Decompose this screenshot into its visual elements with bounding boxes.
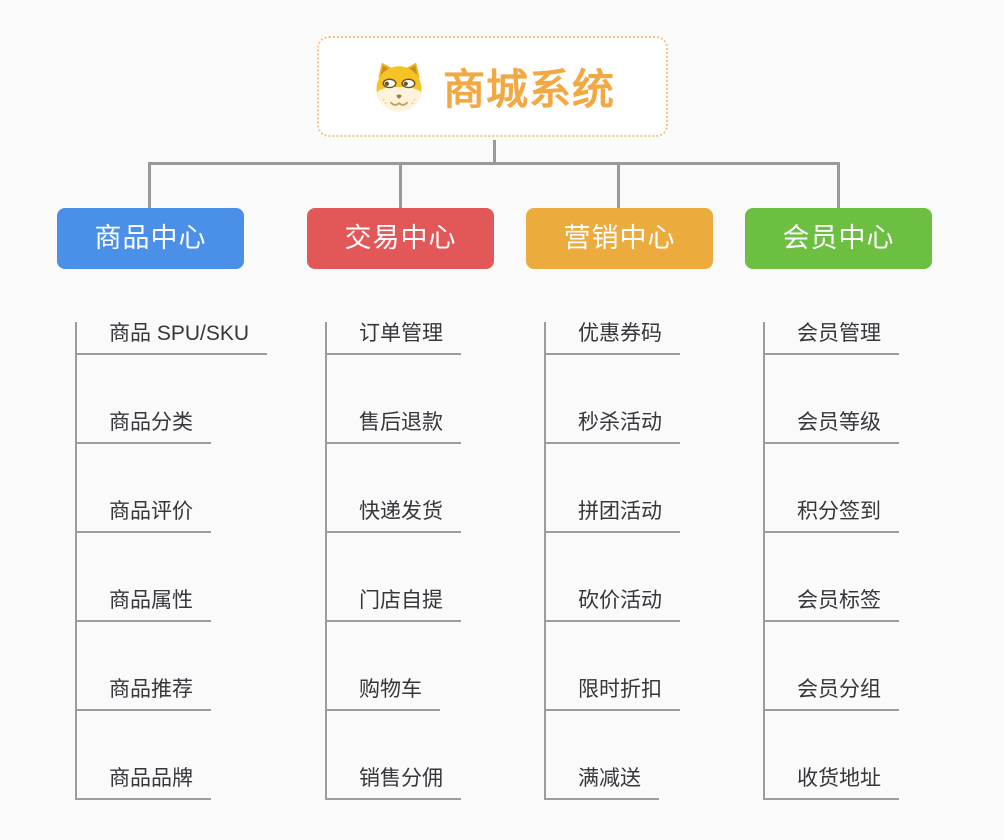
leaf-node[interactable]: 商品品牌 (77, 767, 211, 800)
branch-node-product-center[interactable]: 商品中心 (57, 208, 244, 269)
root-title: 商城系统 (442, 66, 615, 113)
leaf-list: 商品 SPU/SKU 商品分类商品评价商品属性商品推荐商品品牌 (75, 322, 268, 800)
leaf-node[interactable]: 会员分组 (765, 678, 899, 711)
leaf-node[interactable]: 砍价活动 (546, 589, 680, 622)
leaf-node[interactable]: 商品属性 (77, 589, 211, 622)
leaf-node[interactable]: 积分签到 (765, 500, 899, 533)
leaf-list: 订单管理售后退款快递发货门店自提购物车销售分佣 (325, 322, 494, 800)
branch-column-trade-center: 交易中心订单管理售后退款快递发货门店自提购物车销售分佣 (307, 208, 494, 800)
leaf-node[interactable]: 购物车 (327, 678, 440, 711)
leaf-node[interactable]: 订单管理 (327, 322, 461, 355)
leaf-node[interactable]: 会员管理 (765, 322, 899, 355)
leaf-node[interactable]: 会员等级 (765, 411, 899, 444)
leaf-node[interactable]: 拼团活动 (546, 500, 680, 533)
leaf-node[interactable]: 售后退款 (327, 411, 461, 444)
leaf-node[interactable]: 满减送 (546, 767, 659, 800)
leaf-node[interactable]: 收货地址 (765, 767, 899, 800)
leaf-node[interactable]: 门店自提 (327, 589, 461, 622)
branch-column-product-center: 商品中心商品 SPU/SKU 商品分类商品评价商品属性商品推荐商品品牌 (57, 208, 268, 800)
branch-node-marketing-center[interactable]: 营销中心 (526, 208, 713, 269)
doge-face-icon (376, 62, 422, 112)
leaf-node[interactable]: 商品分类 (77, 411, 211, 444)
leaf-node[interactable]: 销售分佣 (327, 767, 461, 800)
leaf-node[interactable]: 商品推荐 (77, 678, 211, 711)
leaf-node[interactable]: 商品 SPU/SKU (77, 322, 268, 355)
leaf-node[interactable]: 快递发货 (327, 500, 461, 533)
root-node[interactable]: 商城系统 (317, 36, 668, 137)
leaf-node[interactable]: 限时折扣 (546, 678, 680, 711)
leaf-node[interactable]: 秒杀活动 (546, 411, 680, 444)
leaf-list: 会员管理会员等级积分签到会员标签会员分组收货地址 (763, 322, 932, 800)
branch-column-member-center: 会员中心会员管理会员等级积分签到会员标签会员分组收货地址 (745, 208, 932, 800)
leaf-node[interactable]: 优惠券码 (546, 322, 680, 355)
branch-node-trade-center[interactable]: 交易中心 (307, 208, 494, 269)
leaf-node[interactable]: 商品评价 (77, 500, 211, 533)
leaf-node[interactable]: 会员标签 (765, 589, 899, 622)
branch-column-marketing-center: 营销中心优惠券码秒杀活动拼团活动砍价活动限时折扣满减送 (526, 208, 713, 800)
leaf-list: 优惠券码秒杀活动拼团活动砍价活动限时折扣满减送 (544, 322, 713, 800)
branch-node-member-center[interactable]: 会员中心 (745, 208, 932, 269)
